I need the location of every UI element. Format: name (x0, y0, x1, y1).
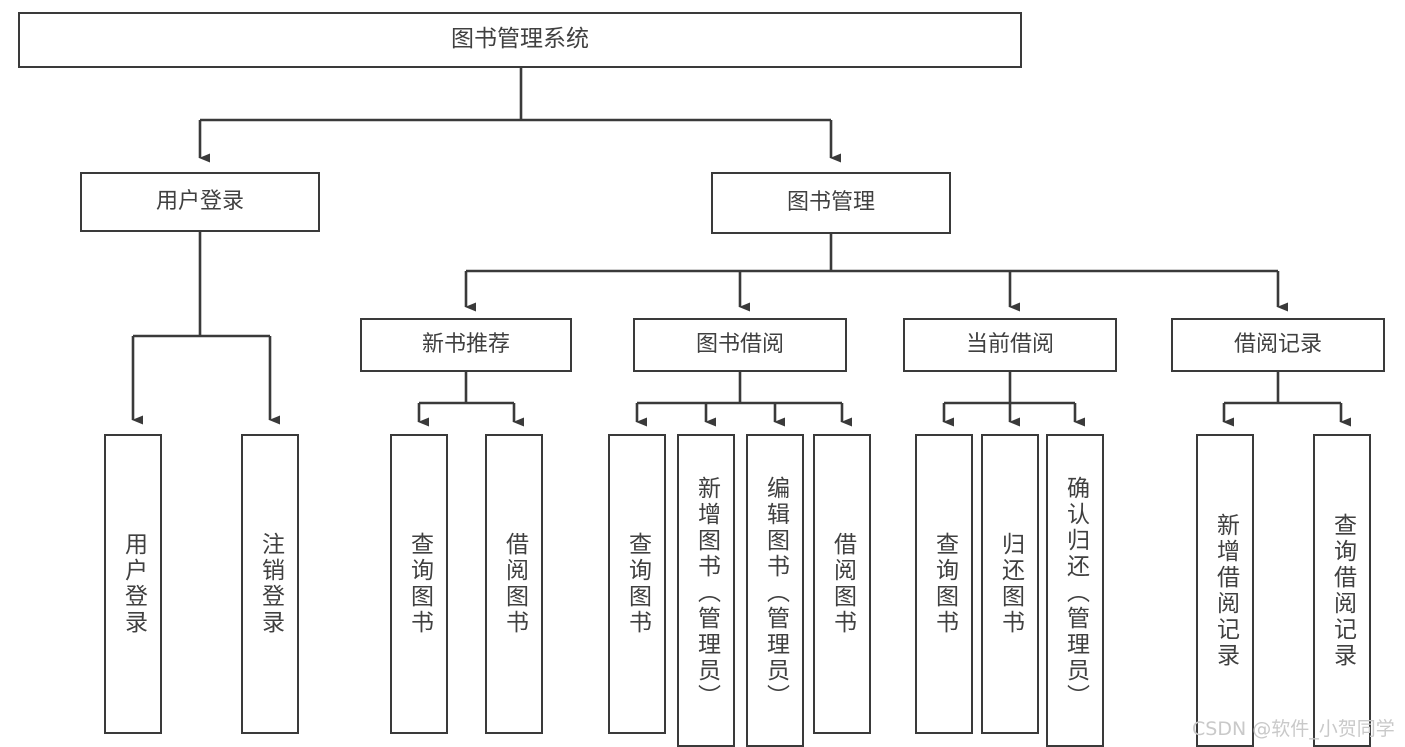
node-label: 查询图书 (931, 532, 958, 636)
leaf-confirm-return-admin[interactable]: 确认归还（管理员） (1046, 434, 1104, 747)
leaf-borrow-book-recommend[interactable]: 借阅图书 (485, 434, 543, 734)
node-label: 新增借阅记录 (1212, 512, 1239, 669)
leaf-query-book-recommend[interactable]: 查询图书 (390, 434, 448, 734)
csdn-watermark: CSDN @软件_小贺同学 (1192, 718, 1395, 740)
node-label: 查询图书 (406, 532, 433, 636)
node-label: 当前借阅 (965, 332, 1054, 358)
leaf-query-borrow-record[interactable]: 查询借阅记录 (1313, 434, 1371, 747)
node-current-borrow[interactable]: 当前借阅 (903, 318, 1117, 372)
leaf-query-book-borrow[interactable]: 查询图书 (608, 434, 666, 734)
node-label: 借阅图书 (829, 532, 856, 636)
node-label: 用户登录 (120, 532, 147, 636)
node-label: 查询图书 (624, 532, 651, 636)
node-borrow-record[interactable]: 借阅记录 (1171, 318, 1385, 372)
node-label: 新增图书（管理员） (693, 475, 720, 710)
node-label: 归还图书 (997, 532, 1024, 636)
node-user-login[interactable]: 用户登录 (80, 172, 320, 232)
node-label: 图书管理 (786, 190, 875, 216)
node-label: 图书管理系统 (451, 26, 589, 53)
leaf-edit-book-admin[interactable]: 编辑图书（管理员） (746, 434, 804, 747)
node-book-management[interactable]: 图书管理 (711, 172, 951, 234)
node-label: 新书推荐 (421, 332, 510, 358)
node-label: 查询借阅记录 (1329, 512, 1356, 669)
node-label: 图书借阅 (695, 332, 784, 358)
leaf-add-book-admin[interactable]: 新增图书（管理员） (677, 434, 735, 747)
leaf-return-book[interactable]: 归还图书 (981, 434, 1039, 734)
node-root-system[interactable]: 图书管理系统 (18, 12, 1022, 68)
node-new-book-recommend[interactable]: 新书推荐 (360, 318, 572, 372)
node-label: 用户登录 (155, 189, 244, 215)
leaf-user-login[interactable]: 用户登录 (104, 434, 162, 734)
leaf-add-borrow-record[interactable]: 新增借阅记录 (1196, 434, 1254, 747)
node-label: 借阅图书 (501, 532, 528, 636)
node-label: 借阅记录 (1233, 332, 1322, 358)
node-label: 注销登录 (257, 532, 284, 636)
leaf-query-book-current[interactable]: 查询图书 (915, 434, 973, 734)
node-book-borrow[interactable]: 图书借阅 (633, 318, 847, 372)
node-label: 编辑图书（管理员） (762, 475, 789, 710)
leaf-borrow-book[interactable]: 借阅图书 (813, 434, 871, 734)
leaf-logout-login[interactable]: 注销登录 (241, 434, 299, 734)
node-label: 确认归还（管理员） (1062, 475, 1089, 710)
